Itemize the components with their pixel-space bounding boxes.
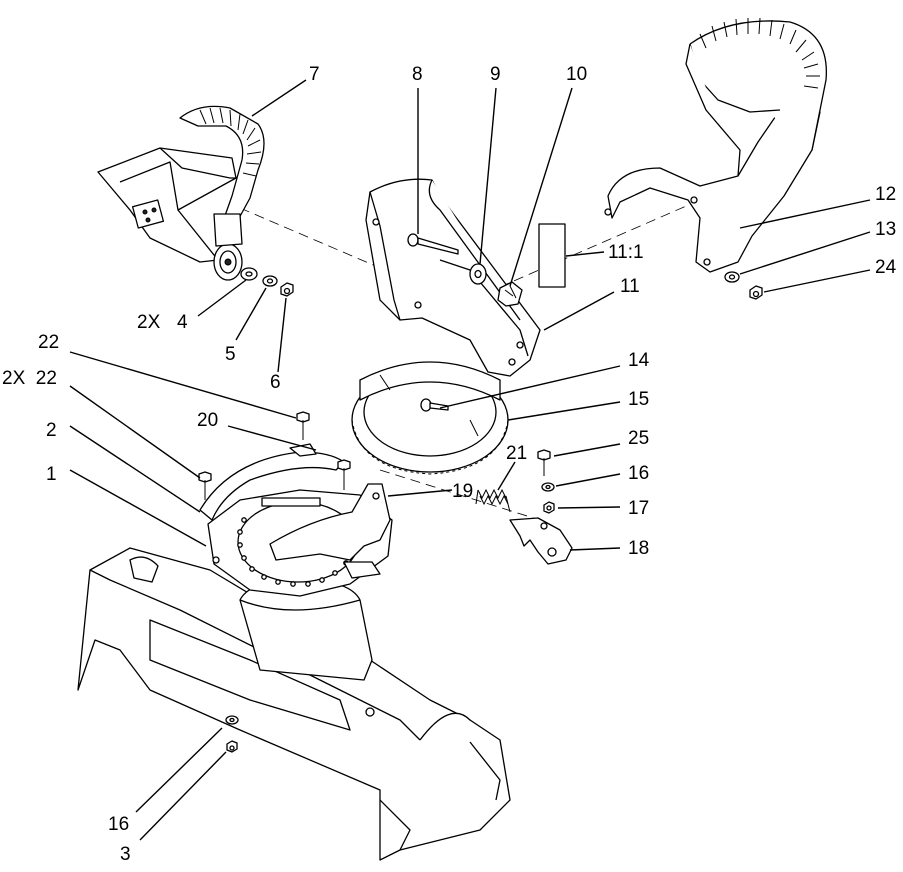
bolt-22 xyxy=(296,411,310,440)
callout-14: 14 xyxy=(628,350,650,371)
callout-15: 15 xyxy=(628,389,649,410)
bolt-25 xyxy=(537,449,551,476)
nut-6 xyxy=(280,282,294,297)
washer-13 xyxy=(724,271,740,283)
callout-21: 21 xyxy=(506,443,527,464)
washer-9 xyxy=(469,263,487,285)
washer-4 xyxy=(240,267,258,281)
callout-20: 20 xyxy=(197,410,218,431)
chute-extension xyxy=(604,17,828,273)
callout-9: 9 xyxy=(490,64,501,85)
decal-11-1 xyxy=(538,223,566,288)
pin-14 xyxy=(420,398,449,412)
knob-10 xyxy=(497,281,523,307)
callout-4: 4 xyxy=(177,312,188,333)
callout-labels: 7 8 9 10 11:1 11 12 13 24 2X 4 5 6 22 2X… xyxy=(2,64,897,865)
callout-8: 8 xyxy=(412,64,423,85)
bolt-22-pair xyxy=(198,459,351,500)
washer-16 xyxy=(541,482,555,492)
callout-19: 19 xyxy=(452,481,473,502)
callout-18: 18 xyxy=(628,538,649,559)
callout-16-upper: 16 xyxy=(628,463,649,484)
callout-7: 7 xyxy=(309,64,320,85)
nut-3 xyxy=(226,740,238,753)
washer-16-lower xyxy=(225,715,239,725)
callout-24: 24 xyxy=(875,257,897,278)
callout-22-single: 22 xyxy=(38,332,59,353)
callout-2: 2 xyxy=(46,420,57,441)
callout-11-1: 11:1 xyxy=(608,242,644,263)
nut-17 xyxy=(543,501,555,514)
callout-25: 25 xyxy=(628,428,649,449)
nut-24 xyxy=(749,285,763,300)
callout-16-lower: 16 xyxy=(108,814,129,835)
grip-ribs xyxy=(199,107,262,177)
callout-12: 12 xyxy=(875,184,896,205)
spring-21 xyxy=(475,488,511,513)
bolt-8 xyxy=(407,233,459,255)
retainer-arc-20 xyxy=(199,443,345,521)
callout-1: 1 xyxy=(46,464,57,485)
callout-6: 6 xyxy=(270,372,281,393)
gear-ring-15 xyxy=(351,361,509,475)
leader-lines xyxy=(69,79,871,841)
callout-10: 10 xyxy=(566,64,587,85)
callout-17: 17 xyxy=(628,498,649,519)
chute-deflector-bracket xyxy=(365,178,541,377)
chute-handle-assembly xyxy=(97,105,265,281)
callout-11: 11 xyxy=(620,276,640,297)
callout-2x-22: 2X 22 xyxy=(2,368,57,389)
callout-5: 5 xyxy=(225,344,236,365)
auger-housing-1 xyxy=(77,547,511,861)
callout-13: 13 xyxy=(875,219,896,240)
lock-plate-19 xyxy=(261,483,391,579)
lever-18 xyxy=(509,517,573,565)
washer-5 xyxy=(262,275,278,287)
callout-2x: 2X xyxy=(137,312,161,333)
callout-3: 3 xyxy=(120,844,131,865)
